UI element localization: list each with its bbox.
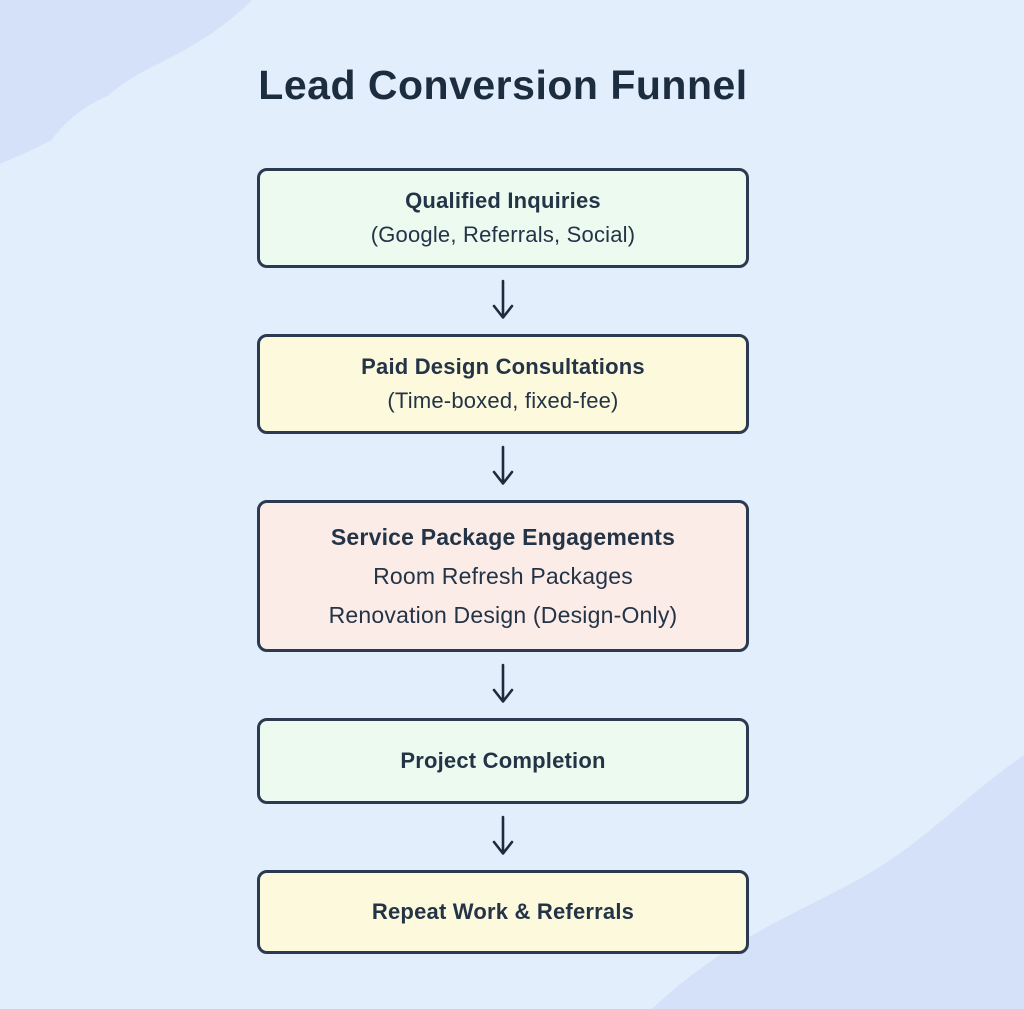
- funnel-box-project-completion-line-0: Project Completion: [400, 748, 606, 773]
- funnel-box-service-package-engagements-line-0: Service Package Engagements: [330, 523, 676, 550]
- funnel-box-service-package-engagements-line-2: Renovation Design (Design-Only): [328, 601, 678, 628]
- top-left-blob-notch: [26, 86, 290, 350]
- funnel-box-project-completion: Project Completion: [257, 718, 749, 804]
- funnel-box-qualified-inquiries-line-0: Qualified Inquiries: [405, 188, 601, 213]
- funnel-box-paid-design-consultations-line-0: Paid Design Consultations: [361, 354, 645, 379]
- funnel-box-qualified-inquiries: Qualified Inquiries (Google, Referrals, S…: [257, 168, 749, 268]
- top-left-blob: [0, 0, 252, 164]
- down-arrow-icon: [490, 663, 516, 707]
- down-arrow-icon: [490, 445, 516, 489]
- funnel-flowchart: Qualified Inquiries (Google, Referrals, S…: [257, 168, 749, 954]
- funnel-box-repeat-work-referrals-line-0: Repeat Work & Referrals: [371, 899, 635, 924]
- down-arrow-icon: [490, 815, 516, 859]
- down-arrow-icon: [490, 279, 516, 323]
- funnel-box-paid-design-consultations: Paid Design Consultations (Time-boxed, fi…: [257, 334, 749, 434]
- funnel-box-service-package-engagements-line-1: Room Refresh Packages: [373, 562, 633, 589]
- funnel-box-paid-design-consultations-line-1: (Time-boxed, fixed-fee): [387, 388, 619, 413]
- funnel-box-qualified-inquiries-line-1: (Google, Referrals, Social): [370, 222, 636, 247]
- page-title: Lead Conversion Funnel: [258, 62, 748, 108]
- funnel-box-repeat-work-referrals: Repeat Work & Referrals: [257, 870, 749, 954]
